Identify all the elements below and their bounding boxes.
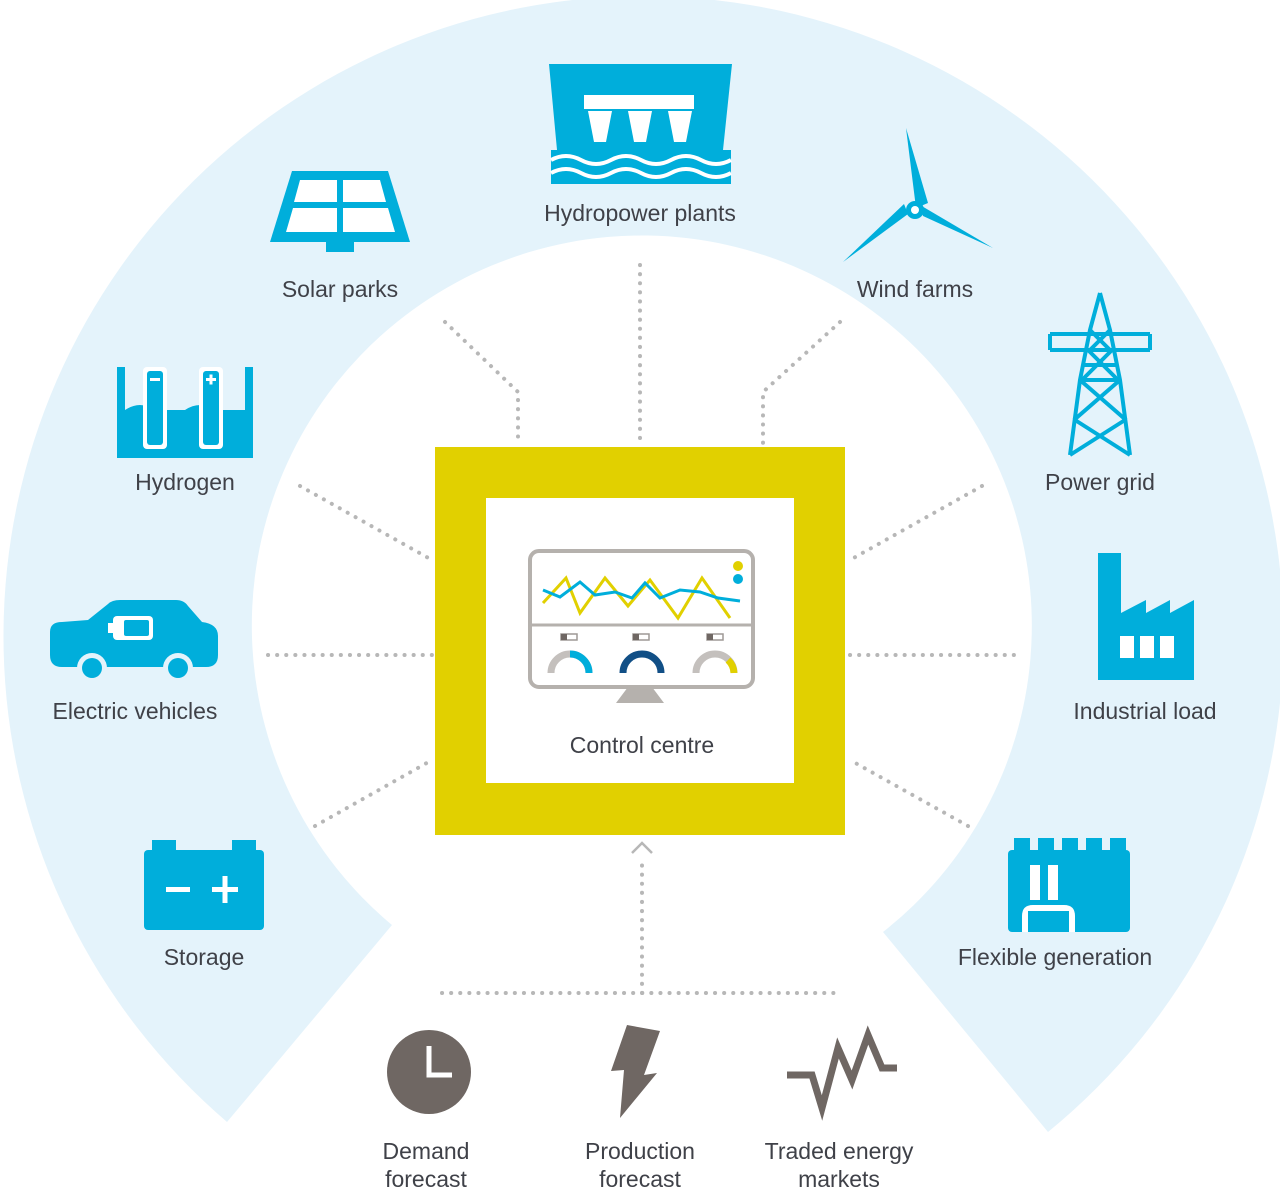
- clock-icon: [387, 1030, 471, 1114]
- solar-label: Solar parks: [282, 276, 398, 302]
- power-grid-node: Power grid: [1045, 292, 1155, 495]
- monitor-icon: [528, 549, 755, 703]
- factory-icon: [1098, 553, 1194, 680]
- hydrogen-label: Hydrogen: [135, 469, 235, 495]
- outer-ring: [3, 0, 1280, 1132]
- arrow-up-icon: [631, 841, 653, 854]
- electrolysis-icon: [117, 367, 253, 458]
- production-forecast-input: Production forecast: [585, 1025, 695, 1192]
- market-wave-icon: [787, 1025, 897, 1121]
- demand-forecast-label-line2: forecast: [385, 1166, 467, 1192]
- traded-energy-markets-input: Traded energy markets: [765, 1025, 914, 1192]
- solar-node: Solar parks: [270, 171, 410, 302]
- demand-forecast-label-line1: Demand: [383, 1138, 470, 1164]
- industrial-load-node: Industrial load: [1073, 553, 1217, 724]
- storage-label: Storage: [164, 944, 245, 970]
- electric-vehicles-node: Electric vehicles: [50, 600, 218, 724]
- control-centre: Control centre: [435, 447, 845, 835]
- dam-icon: [549, 64, 732, 184]
- lightning-bolt-icon: [611, 1025, 660, 1118]
- production-forecast-label-line1: Production: [585, 1138, 695, 1164]
- production-forecast-label-line2: forecast: [599, 1166, 681, 1192]
- solar-panel-icon: [270, 171, 410, 252]
- demand-forecast-input: Demand forecast: [383, 1030, 471, 1192]
- storage-node: Storage: [144, 840, 264, 970]
- wind-turbine-icon: [843, 128, 993, 262]
- electric-car-icon: [50, 600, 218, 683]
- wind-label: Wind farms: [857, 276, 973, 302]
- connectors: [266, 263, 1017, 995]
- flexible-generation-label: Flexible generation: [958, 944, 1152, 970]
- power-plant-icon: [1008, 838, 1130, 932]
- flexible-generation-node: Flexible generation: [958, 838, 1152, 970]
- traded-energy-markets-label-line1: Traded energy: [765, 1138, 914, 1164]
- hydropower-label: Hydropower plants: [544, 200, 736, 226]
- pylon-icon: [1048, 292, 1152, 457]
- industrial-load-label: Industrial load: [1073, 698, 1216, 724]
- traded-energy-markets-label-line2: markets: [798, 1166, 880, 1192]
- power-grid-label: Power grid: [1045, 469, 1155, 495]
- wind-node: Wind farms: [843, 128, 993, 302]
- hydrogen-node: Hydrogen: [117, 367, 253, 495]
- battery-icon: [144, 840, 264, 930]
- electric-vehicles-label: Electric vehicles: [53, 698, 218, 724]
- control-centre-label: Control centre: [570, 732, 714, 758]
- hydropower-node: Hydropower plants: [544, 64, 736, 226]
